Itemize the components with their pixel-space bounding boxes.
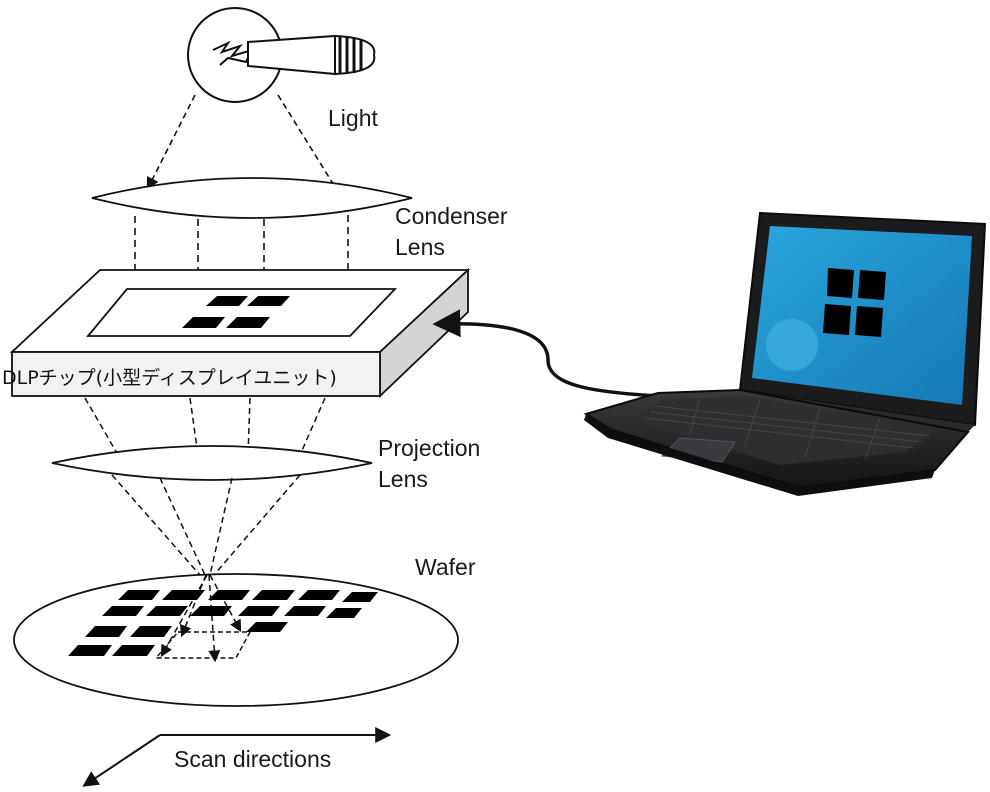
wafer-die-pattern xyxy=(68,590,378,656)
light-bulb-icon xyxy=(187,7,376,103)
chip-to-projection-rays xyxy=(84,397,326,456)
wafer-label: Wafer xyxy=(415,554,476,580)
scan-directions-label: Scan directions xyxy=(174,746,331,772)
data-cable xyxy=(432,309,659,398)
dlp-chip xyxy=(9,267,471,399)
projection-label-line2: Lens xyxy=(378,466,428,492)
condenser-to-chip-rays xyxy=(134,215,349,272)
condenser-label-line1: Condenser xyxy=(395,203,508,229)
condenser-label-line2: Lens xyxy=(395,234,445,260)
projection-lens xyxy=(51,445,373,481)
condenser-lens xyxy=(91,177,413,219)
projection-label-line1: Projection xyxy=(378,435,480,461)
exposure-frame xyxy=(154,631,252,659)
wafer xyxy=(13,573,459,707)
light-label: Light xyxy=(328,105,378,131)
dlp-chip-label: DLPチップ(小型ディスプレイユニット) xyxy=(2,367,337,389)
converging-rays xyxy=(111,474,301,663)
light-rays xyxy=(146,94,342,198)
laptop-icon xyxy=(583,211,987,496)
scan-direction-arrows xyxy=(82,727,392,787)
